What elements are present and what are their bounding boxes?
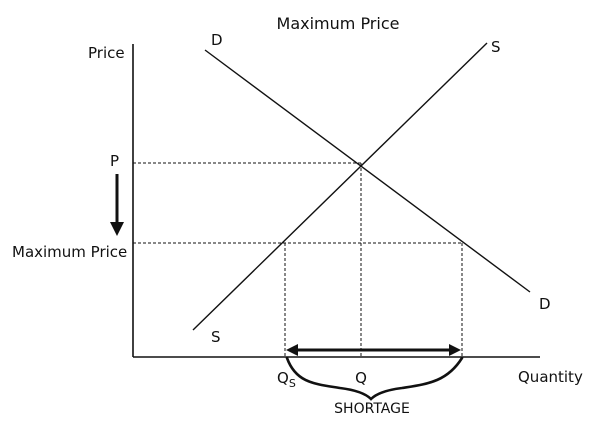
down-arrow-icon: [110, 174, 124, 236]
supply-label-top: S: [491, 38, 501, 56]
demand-label-bottom: D: [539, 295, 551, 313]
supply-curve: [192, 42, 488, 331]
quantity-supplied-label: QS: [277, 369, 296, 390]
equilibrium-quantity-label: Q: [355, 369, 367, 387]
equilibrium-price-label: P: [110, 152, 119, 170]
x-axis-label: Quantity: [518, 368, 583, 386]
shortage-label: SHORTAGE: [334, 401, 410, 417]
y-axis-label: Price: [88, 44, 125, 62]
diagram-title: Maximum Price: [277, 14, 400, 33]
supply-label-bottom: S: [211, 328, 221, 346]
guide-lines: [133, 162, 463, 357]
quantity-supplied-subscript: S: [289, 377, 296, 390]
maximum-price-label: Maximum Price: [12, 243, 127, 261]
shortage-brace: [285, 356, 464, 401]
demand-curve: [204, 49, 531, 293]
demand-label-top: D: [211, 31, 223, 49]
double-arrow-icon: [286, 344, 461, 356]
